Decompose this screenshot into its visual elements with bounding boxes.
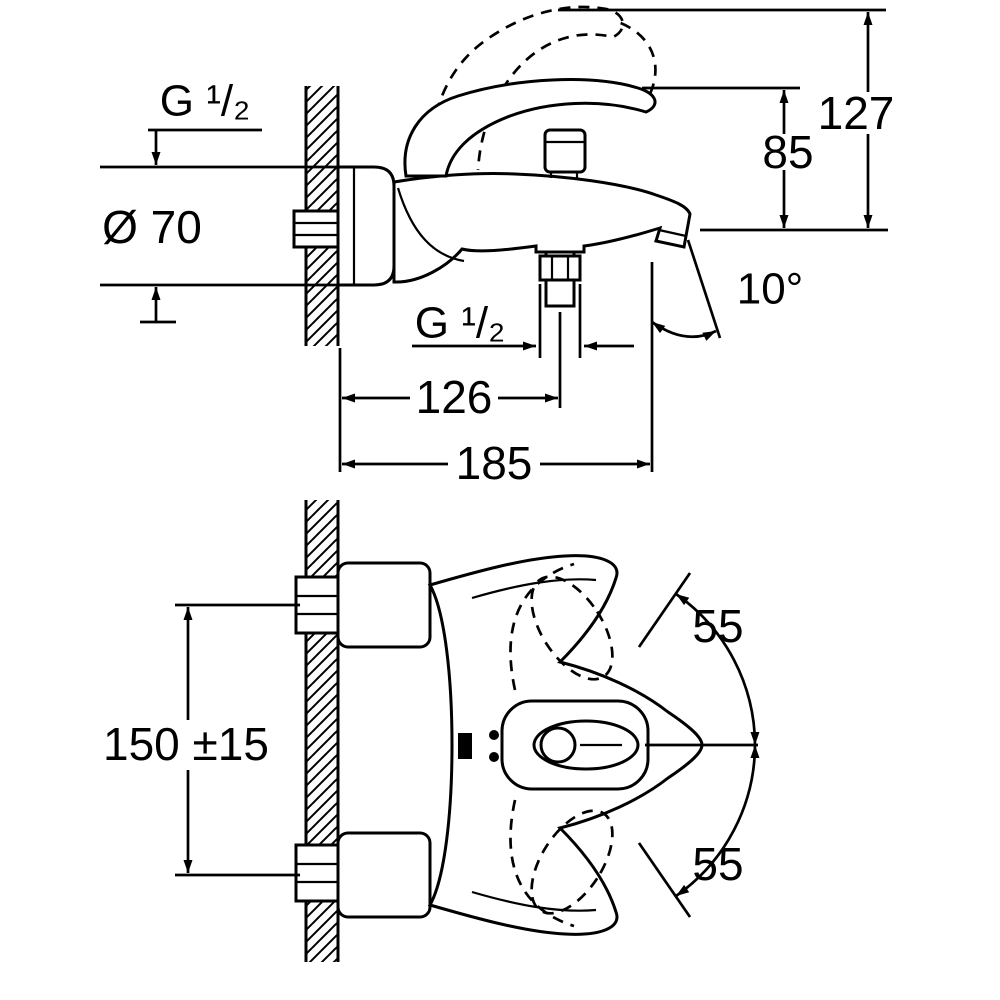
knob-body (543, 128, 587, 174)
outlet-cylinder (544, 278, 576, 308)
handle-raised-ghost (430, 5, 657, 171)
side-view: G ¹/₂ Ø 70 127 85 (100, 5, 895, 489)
top-hex-nut (294, 575, 340, 635)
lever-swing-ghosts (509, 562, 614, 928)
swing-angle-up-label: 55 (692, 600, 743, 652)
dim-thread-bottom: G ¹/₂ (412, 284, 634, 358)
angle-reference-line (686, 239, 722, 339)
temperature-bar-marker (458, 733, 472, 759)
dim-escutcheon-diameter: Ø 70 (100, 165, 338, 324)
angle-arc (651, 320, 717, 341)
lever-ghost-up (530, 575, 614, 681)
dim-wall-to-spout: 185 (338, 262, 654, 489)
spout-angle-label: 10° (737, 265, 804, 314)
temperature-dot (489, 730, 499, 740)
temperature-dot (489, 752, 499, 762)
angle-leg-up (637, 572, 692, 648)
front-view: 55 55 150 ±15 (103, 500, 760, 962)
swing-arc-dashed-up (509, 562, 575, 691)
dim-swing-angles: 55 55 (637, 572, 760, 918)
handle-lever-side (403, 78, 657, 178)
height-overall-label: 127 (818, 87, 895, 139)
inlet-hex-nut (292, 209, 340, 249)
wall-escutcheon-side (292, 165, 396, 287)
top-escutcheon (336, 561, 432, 649)
aerator-line (658, 228, 687, 238)
dim-height-to-handle: 85 (642, 86, 888, 232)
bottom-mount (294, 831, 432, 919)
bottom-hex-nut (294, 843, 340, 903)
hole-spacing-label: 150 ±15 (103, 718, 269, 770)
thread-top-label: G ¹/₂ (160, 77, 250, 126)
outlet-hex-nut (538, 254, 582, 282)
angle-arc-up (675, 592, 760, 746)
height-to-handle-label: 85 (762, 126, 813, 178)
angle-leg-down (637, 842, 692, 918)
wall-to-spout-label: 185 (456, 437, 533, 489)
dim-wall-to-diverter: 126 (342, 312, 562, 423)
faucet-body-side (392, 171, 692, 284)
swing-arc-dashed-down (509, 799, 575, 928)
body-contour-line (396, 187, 465, 263)
bottom-escutcheon (336, 831, 432, 919)
dim-height-overall: 127 (558, 8, 895, 228)
handle-raised-outline (430, 5, 625, 171)
handle-front-assembly (458, 699, 650, 791)
dim-spout-angle: 10° (651, 239, 804, 341)
dim-thread-top: G ¹/₂ (148, 77, 262, 165)
thread-bottom-label: G ¹/₂ (415, 299, 505, 348)
swing-angle-down-label: 55 (692, 838, 743, 890)
diameter-label: Ø 70 (102, 201, 202, 253)
lever-knob-circle (539, 726, 577, 764)
dim-hole-spacing: 150 ±15 (103, 603, 300, 877)
lever-ghost-down (530, 809, 614, 915)
angle-arc-down (675, 744, 760, 898)
diverter-knob (543, 128, 587, 178)
escutcheon-profile (336, 165, 396, 287)
top-mount (294, 561, 432, 649)
wall-to-diverter-label: 126 (416, 371, 493, 423)
handle-motion-arc (617, 20, 657, 95)
